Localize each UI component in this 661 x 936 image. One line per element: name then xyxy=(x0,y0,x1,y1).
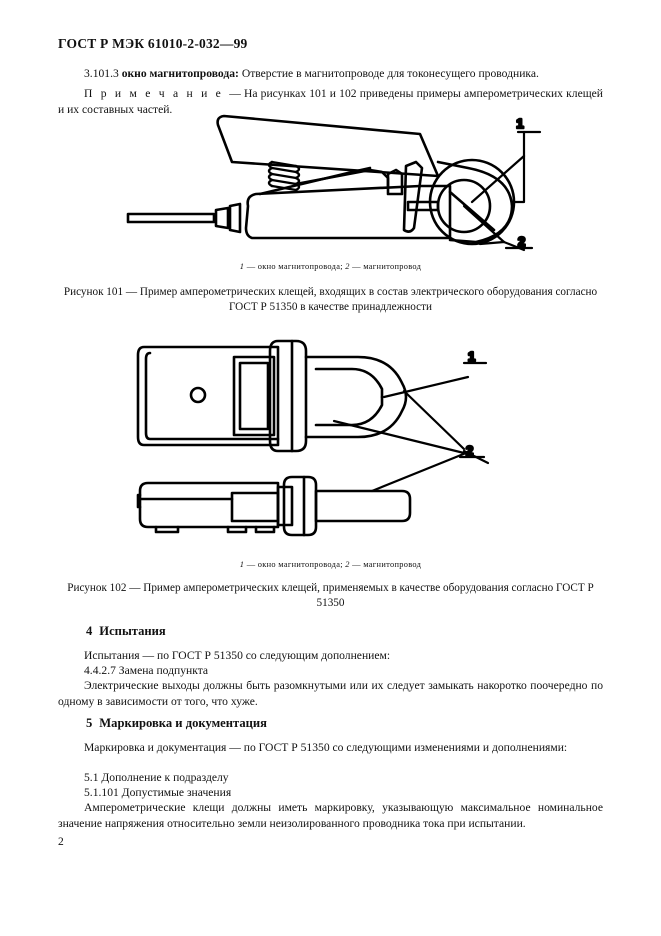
callout-label-1: 1 xyxy=(516,116,523,131)
clause-3-101-3-paragraph: 3.101.3 окно магнитопровода: Отверстие в… xyxy=(58,66,603,82)
document-header: ГОСТ Р МЭК 61010-2-032—99 xyxy=(58,36,248,51)
actuator-rod xyxy=(402,160,424,233)
callout-label-1: 1 xyxy=(468,349,475,364)
figure-101-drawing: 1 2 xyxy=(120,110,550,255)
legend-num-2: 2 xyxy=(345,262,350,271)
section-4-paragraph-2: 4.4.2.7 Замена подпункта xyxy=(84,664,209,677)
section-5-paragraph-4: Амперометрические клещи должны иметь мар… xyxy=(58,801,603,830)
edge-block-step xyxy=(276,485,294,527)
figure-102-caption: Рисунок 102 — Пример амперометрических к… xyxy=(67,582,594,609)
figure-102-drawing: 1 2 xyxy=(120,335,540,550)
legend-text-2: — магнитопровод xyxy=(349,262,422,271)
meter-edge-view xyxy=(136,451,468,537)
clamp-meter-top-and-edge-view-illustration: 1 2 xyxy=(136,339,490,537)
cable-ferrule xyxy=(228,202,242,234)
core-split-line xyxy=(448,190,496,232)
callout-label-2: 2 xyxy=(518,234,525,249)
callout-label-2: 2 xyxy=(466,443,473,458)
rod-stop-tab xyxy=(406,200,440,212)
function-button[interactable] xyxy=(189,386,207,404)
legend-num-1: 1 xyxy=(239,560,245,569)
callout-1-leader xyxy=(470,130,542,204)
core-inner-jaw-lower xyxy=(314,395,384,427)
legend-text-1: — окно магнитопровода; xyxy=(244,560,346,569)
callout-1-leader xyxy=(382,361,488,399)
edge-foot-mid xyxy=(226,525,248,534)
edge-body-outline xyxy=(138,481,280,529)
clause-definition: Отверстие в магнитопроводе для токонесущ… xyxy=(238,67,539,80)
section-5-paragraph-3: 5.1.101 Допустимые значения xyxy=(84,786,232,799)
legend-num-2: 2 xyxy=(345,560,350,569)
jaw-pivot-link xyxy=(386,168,404,196)
section-5-paragraph-2: 5.1 Дополнение к подразделу xyxy=(84,771,229,784)
lower-jaw-inner-edge xyxy=(258,166,372,196)
section-4-paragraph-3: Электрические выходы должны быть разомкн… xyxy=(58,679,603,708)
section-4-title: Испытания xyxy=(99,624,166,638)
section-5-title: Маркировка и документация xyxy=(99,716,267,730)
upper-jaw-arm xyxy=(216,114,440,178)
section-4-heading: 4 Испытания xyxy=(86,624,166,639)
figure-101-caption: Рисунок 101 — Пример амперометрических к… xyxy=(63,286,598,313)
edge-foot-left xyxy=(154,525,180,534)
edge-jaw-slab xyxy=(314,489,412,523)
test-lead-cable xyxy=(126,212,216,224)
handle-body xyxy=(244,184,452,240)
edge-view-leader-line xyxy=(370,451,468,493)
note-paragraph: П р и м е ч а н и е — На рисунках 101 и … xyxy=(58,86,603,117)
clause-term: окно магнитопровода: xyxy=(121,67,239,80)
legend-text-2: — магнитопровод xyxy=(349,560,422,569)
callout-2-leader xyxy=(462,204,534,252)
edge-grip-collar xyxy=(282,475,318,537)
clamp-meter-side-view-illustration: 1 2 xyxy=(126,114,542,252)
figure-101-legend: 1 — окно магнитопровода; 2 — магнитопров… xyxy=(58,262,603,271)
core-window-circle xyxy=(436,178,492,234)
return-spring xyxy=(267,160,301,192)
core-housing-outline xyxy=(436,160,514,244)
edge-body-left-notch xyxy=(136,493,142,509)
edge-foot-right xyxy=(254,525,276,534)
edge-raised-block xyxy=(230,491,280,523)
note-text: — На рисунках 101 и 102 приведены пример… xyxy=(58,87,603,116)
cable-strain-relief xyxy=(214,206,230,230)
core-inner-jaw-upper xyxy=(314,367,384,399)
figure-102-legend: 1 — окно магнитопровода; 2 — магнитопров… xyxy=(58,560,603,569)
legend-num-1: 1 xyxy=(239,262,245,271)
legend-text-1: — окно магнитопровода; xyxy=(244,262,346,271)
page-number: 2 xyxy=(58,836,64,848)
meter-body-inner-contour xyxy=(144,351,280,441)
grip-collar xyxy=(268,339,308,453)
section-4-paragraph-1: Испытания — по ГОСТ Р 51350 со следующим… xyxy=(84,649,391,662)
display-window-outer xyxy=(232,355,276,437)
callout-2-leader xyxy=(332,389,490,465)
clause-number: 3.101.3 xyxy=(84,67,119,80)
meter-body-outline xyxy=(136,345,280,447)
section-5-heading: 5 Маркировка и документация xyxy=(86,716,267,731)
section-5-paragraph-1: Маркировка и документация — по ГОСТ Р 51… xyxy=(84,741,568,754)
section-4-number: 4 xyxy=(86,624,93,638)
display-window-inner xyxy=(238,361,270,431)
note-label: П р и м е ч а н и е xyxy=(84,87,230,100)
section-5-number: 5 xyxy=(86,716,93,730)
